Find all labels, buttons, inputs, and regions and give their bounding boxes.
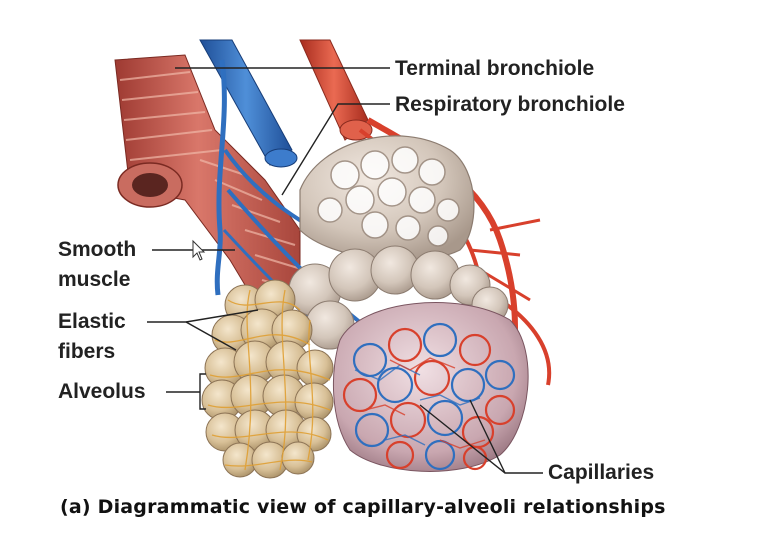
mouse-cursor-icon bbox=[192, 239, 206, 261]
capillary-cluster bbox=[333, 302, 529, 472]
figure-caption: (a) Diagrammatic view of capillary-alveo… bbox=[60, 496, 666, 518]
alveolus-bracket bbox=[199, 373, 206, 410]
label-terminal-bronchiole: Terminal bronchiole bbox=[395, 57, 595, 80]
alveolar-sac-upper bbox=[299, 135, 475, 262]
label-smooth-muscle-line1: Smooth bbox=[58, 238, 137, 261]
alveoli-tan-cluster bbox=[201, 279, 334, 479]
label-capillaries: Capillaries bbox=[548, 461, 655, 484]
label-elastic-fibers-line1: Elastic bbox=[58, 310, 126, 333]
label-elastic-fibers-line2: fibers bbox=[58, 340, 116, 363]
alveoli-middle bbox=[288, 245, 509, 350]
leader-lines bbox=[147, 67, 543, 474]
bronchiole-tube bbox=[114, 54, 301, 311]
label-smooth-muscle-line2: muscle bbox=[58, 268, 131, 291]
leader-capillaries-b bbox=[469, 399, 506, 474]
leader-respiratory-bronchiole bbox=[281, 103, 390, 196]
label-respiratory-bronchiole: Respiratory bronchiole bbox=[395, 93, 625, 116]
leader-elastic-fibers-b bbox=[185, 309, 259, 323]
label-alveolus: Alveolus bbox=[58, 380, 146, 403]
